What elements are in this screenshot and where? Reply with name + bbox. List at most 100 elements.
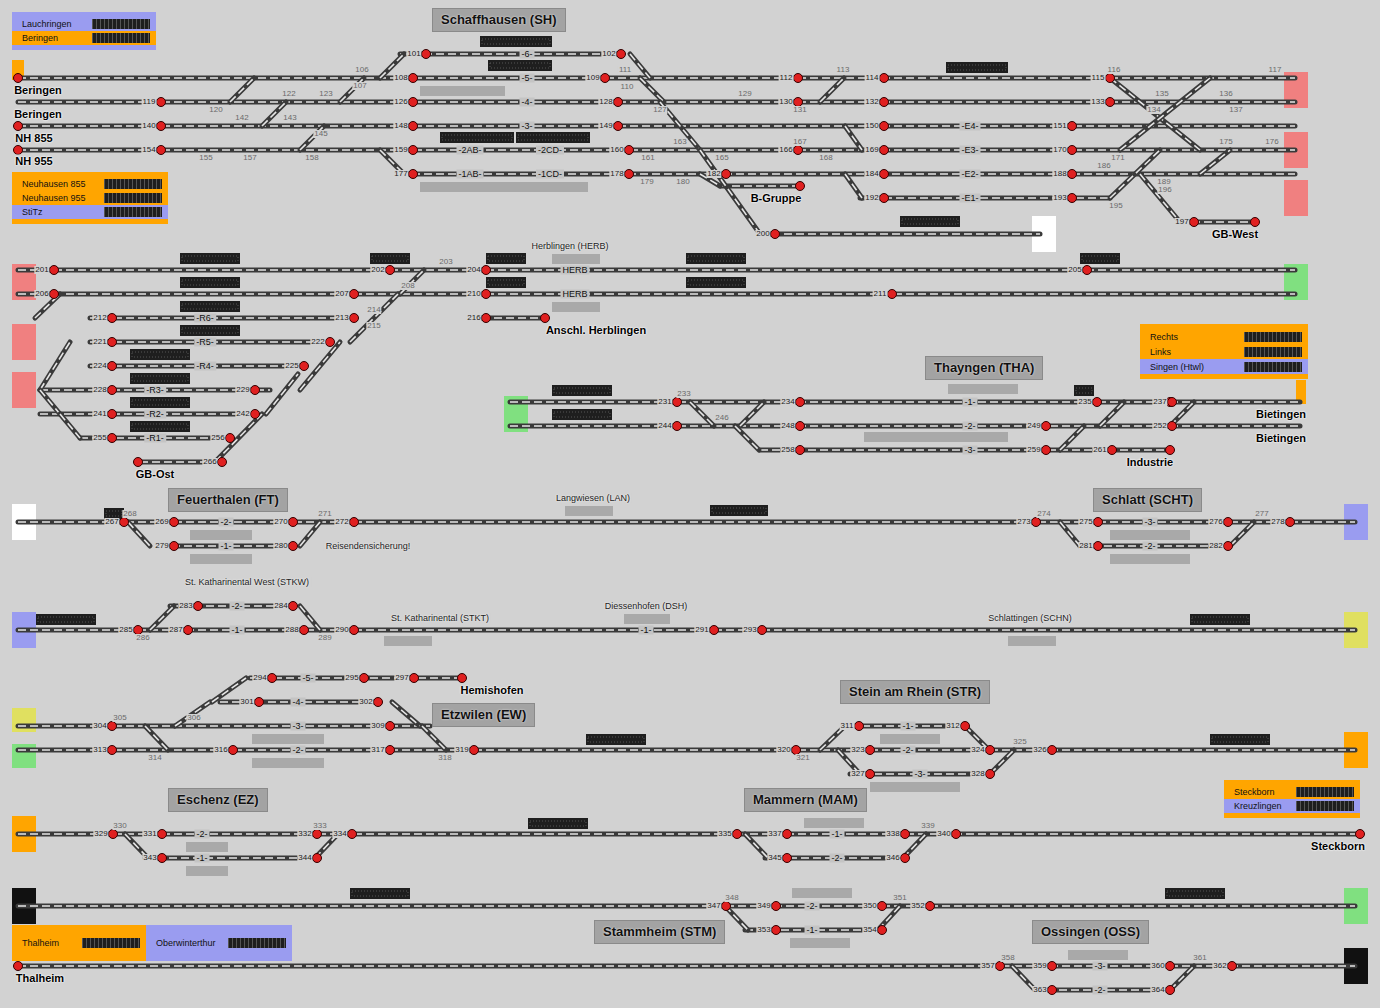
track-code: HERB: [560, 290, 589, 299]
signal-lamp: [409, 74, 418, 83]
switch-number: 168: [818, 154, 833, 162]
place-label: Anschl. Herblingen: [544, 324, 648, 337]
signal-number: 109: [585, 74, 600, 82]
signal-number: 259: [1026, 446, 1041, 454]
signal-number: 270: [273, 518, 288, 526]
train-number-display: [130, 397, 190, 408]
track-sleeper: [820, 78, 844, 102]
signal-number: 323: [850, 746, 865, 754]
track-sleeper: [392, 702, 420, 726]
place-label: Beringen: [12, 108, 64, 121]
direction-name: Thalheim: [22, 938, 59, 948]
train-number-display: [82, 938, 140, 948]
train-number-display: [686, 253, 746, 264]
signal-lamp: [157, 98, 166, 107]
signal-number: 241: [92, 410, 107, 418]
signal-lamp: [1042, 422, 1051, 431]
track-label: -2-: [901, 746, 916, 755]
switch-number: 145: [313, 130, 328, 138]
signal-lamp: [880, 122, 889, 131]
signal-lamp: [108, 386, 117, 395]
station-label: St. Katharinental West (STKW): [183, 577, 311, 588]
station-name: Schlatt (SCHT): [1102, 492, 1193, 508]
signal-number: 304: [92, 722, 107, 730]
signal-lamp: [170, 518, 179, 527]
switch-number: 158: [304, 154, 319, 162]
display-pixels: [518, 135, 588, 140]
track-sleeper: [145, 726, 168, 750]
track-sleeper: [690, 402, 714, 426]
track-rail: [18, 904, 1355, 909]
train-number-display: [228, 938, 286, 948]
signal-lamp: [108, 410, 117, 419]
display-pixels: [442, 135, 512, 140]
signal-number: 132: [864, 98, 879, 106]
track-sleeper: [350, 294, 398, 342]
track-label: -2AB-: [456, 146, 483, 155]
signal-lamp: [673, 422, 682, 431]
signal-number: 112: [779, 74, 794, 82]
switch-number: 325: [1012, 738, 1027, 746]
switch-number: 321: [795, 754, 810, 762]
track-label: -3-: [291, 722, 306, 731]
switch-number: 333: [312, 822, 327, 830]
signal-number: 275: [1078, 518, 1093, 526]
signal-lamp: [1094, 518, 1103, 527]
signal-lamp: [108, 362, 117, 371]
track-label: -R4-: [194, 362, 216, 371]
switch-number: 137: [1228, 106, 1243, 114]
signal-number: 316: [213, 746, 228, 754]
signal-lamp: [733, 830, 742, 839]
train-number-display: [686, 277, 746, 288]
signal-lamp: [289, 602, 298, 611]
track-label: -2-: [195, 830, 210, 839]
signal-lamp: [1224, 518, 1233, 527]
display-pixels: [182, 256, 238, 261]
signal-lamp: [482, 314, 491, 323]
station-name: Stein am Rhein (STR): [849, 684, 981, 700]
track-rail: [1100, 402, 1124, 426]
train-number-display: [180, 301, 240, 312]
train-number-display: [130, 421, 190, 432]
direction-name: Neuhausen 855: [22, 179, 86, 189]
station-box: Etzwilen (EW): [432, 703, 535, 727]
switch-number: 127: [652, 106, 667, 114]
track-label: -2-: [219, 518, 234, 527]
signal-number: 255: [92, 434, 107, 442]
direction-name: Kreuzlingen: [1234, 801, 1282, 811]
direction-panel: Thalheim: [12, 925, 146, 961]
signal-lamp: [226, 434, 235, 443]
train-number-display: [370, 253, 410, 264]
signal-lamp: [108, 722, 117, 731]
track-sleeper: [18, 269, 1295, 271]
signal-lamp: [1068, 194, 1077, 203]
track-rail: [735, 426, 759, 450]
train-number-display: [440, 132, 514, 143]
signal-lamp: [1168, 398, 1177, 407]
signal-number: 207: [334, 290, 349, 298]
place-label: GB-Ost: [134, 468, 177, 481]
signal-number: 166: [778, 146, 793, 154]
switch-number: 135: [1154, 90, 1169, 98]
track-rail: [350, 294, 398, 342]
track-sleeper: [230, 78, 254, 102]
signal-lamp: [796, 182, 805, 191]
platform-bar: [384, 636, 432, 646]
signal-lamp: [880, 98, 889, 107]
signal-number: 288: [284, 626, 299, 634]
signal-number: 212: [92, 314, 107, 322]
platform-bar: [864, 432, 1008, 442]
signal-number: 213: [334, 314, 349, 322]
signal-number: 249: [1026, 422, 1041, 430]
switch-number: 286: [135, 634, 150, 642]
track-rail: [745, 834, 768, 858]
track-sleeper: [128, 522, 150, 546]
track-sleeper: [145, 857, 310, 859]
signal-number: 364: [1150, 986, 1165, 994]
signal-lamp: [1083, 266, 1092, 275]
signal-lamp: [482, 266, 491, 275]
track-label: -1-: [901, 722, 916, 731]
display-pixels: [530, 821, 586, 826]
signal-lamp: [170, 542, 179, 551]
track-label: -5-: [301, 674, 316, 683]
